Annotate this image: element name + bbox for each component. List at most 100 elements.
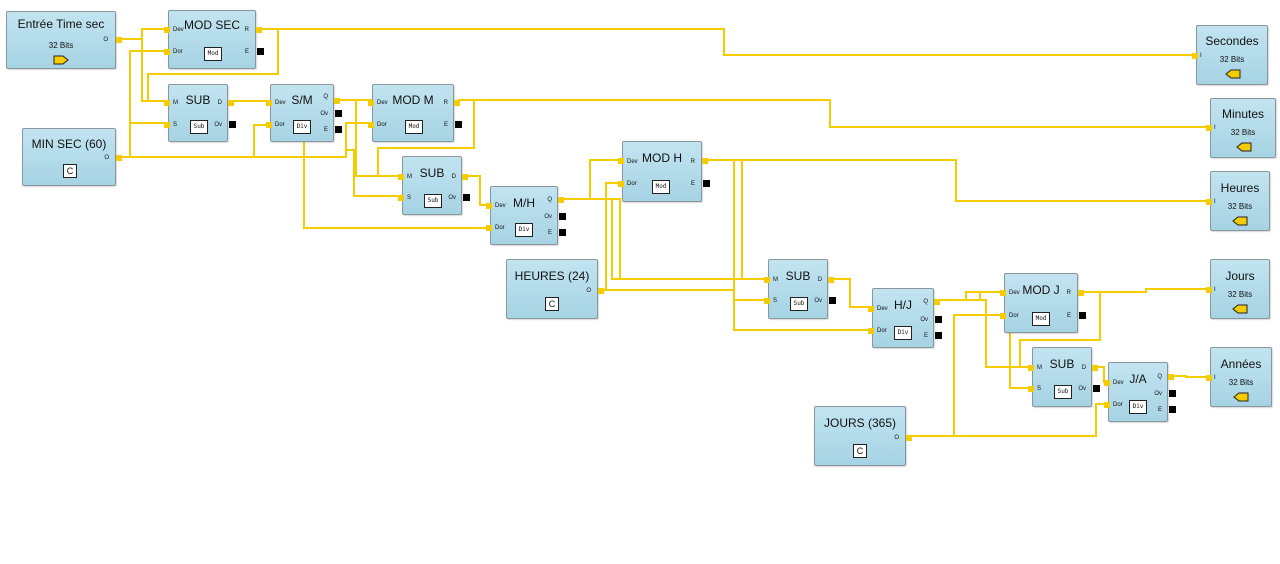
output-pin-e[interactable] xyxy=(1079,312,1086,319)
output-annees[interactable]: Années 32 Bits I xyxy=(1206,347,1272,407)
input-pin-s[interactable] xyxy=(164,122,170,128)
output-pin-e[interactable] xyxy=(455,121,462,128)
block-mod-m[interactable]: MOD M Dev Dor R E Mod xyxy=(368,84,462,142)
input-pin-dev[interactable] xyxy=(486,203,492,209)
input-pin-dor[interactable] xyxy=(618,181,624,187)
output-pin-q[interactable] xyxy=(1168,374,1174,380)
block-s-m[interactable]: S/M Dev Dor Q Ov E Div xyxy=(266,84,342,142)
block-sub-3[interactable]: SUB M S D Ov Sub xyxy=(764,259,836,319)
input-pin-dev[interactable] xyxy=(266,100,272,106)
constant-jours-365[interactable]: JOURS (365) C O xyxy=(814,406,912,466)
block-m-h[interactable]: M/H Dev Dor Q Ov E Div xyxy=(486,186,566,245)
input-pin-s[interactable] xyxy=(764,298,770,304)
input-pin[interactable] xyxy=(1206,375,1212,381)
port-label-s: S xyxy=(773,298,778,304)
input-pin-dor[interactable] xyxy=(1104,402,1110,408)
output-pin-ov[interactable] xyxy=(335,110,342,117)
wire xyxy=(562,198,768,280)
right-arrow-flag-icon xyxy=(53,55,69,65)
output-pin-q[interactable] xyxy=(558,197,564,203)
output-heures[interactable]: Heures 32 Bits I xyxy=(1206,171,1270,231)
output-pin-e[interactable] xyxy=(559,229,566,236)
port-label-o: O xyxy=(103,37,108,43)
block-mod-h[interactable]: MOD H Dev Dor R E Mod xyxy=(618,141,710,202)
input-pin-dev[interactable] xyxy=(164,27,170,33)
block-h-j[interactable]: H/J Dev Dor Q Ov E Div xyxy=(868,288,942,348)
input-pin[interactable] xyxy=(1206,125,1212,131)
output-pin-ov[interactable] xyxy=(463,194,470,201)
output-pin[interactable] xyxy=(116,37,122,43)
input-pin-m[interactable] xyxy=(764,277,770,283)
input-pin-dor[interactable] xyxy=(486,225,492,231)
input-pin-dev[interactable] xyxy=(368,100,374,106)
output-pin-r[interactable] xyxy=(1078,290,1084,296)
output-pin[interactable] xyxy=(116,155,122,161)
block-j-a[interactable]: J/A Dev Dor Q Ov E Div xyxy=(1104,362,1176,422)
output-pin-r[interactable] xyxy=(702,158,708,164)
output-pin-e[interactable] xyxy=(1169,406,1176,413)
wire xyxy=(706,159,872,331)
block-sub-2[interactable]: SUB M S D Ov Sub xyxy=(398,156,470,215)
block-mod-j[interactable]: MOD J Dev Dor R E Mod xyxy=(1000,273,1086,333)
output-minutes[interactable]: Minutes 32 Bits I xyxy=(1206,98,1276,158)
input-pin-dor[interactable] xyxy=(1000,313,1006,319)
output-pin-q[interactable] xyxy=(334,98,340,104)
output-pin-e[interactable] xyxy=(257,48,264,55)
input-pin-s[interactable] xyxy=(398,195,404,201)
input-pin[interactable] xyxy=(1206,199,1212,205)
output-pin-e[interactable] xyxy=(703,180,710,187)
output-pin[interactable] xyxy=(598,288,604,294)
wire xyxy=(734,159,768,280)
input-pin-m[interactable] xyxy=(398,174,404,180)
output-pin-ov[interactable] xyxy=(1169,390,1176,397)
input-pin[interactable] xyxy=(1206,287,1212,293)
input-pin-dor[interactable] xyxy=(868,328,874,334)
input-pin-dev[interactable] xyxy=(868,306,874,312)
output-pin-d[interactable] xyxy=(1092,365,1098,371)
left-arrow-flag-icon xyxy=(1236,142,1252,152)
output-pin-e[interactable] xyxy=(935,332,942,339)
port-label-dor: Dor xyxy=(1113,402,1123,408)
output-pin-e[interactable] xyxy=(335,126,342,133)
input-pin-dev[interactable] xyxy=(618,158,624,164)
input-pin-dor[interactable] xyxy=(368,122,374,128)
input-pin-dor[interactable] xyxy=(164,49,170,55)
output-pin-q[interactable] xyxy=(934,299,940,305)
output-pin-ov[interactable] xyxy=(935,316,942,323)
input-entree-time-sec[interactable]: Entrée Time sec 32 Bits O xyxy=(6,11,122,69)
port-label-ov: Ov xyxy=(214,122,222,128)
output-secondes[interactable]: Secondes 32 Bits I xyxy=(1192,25,1268,85)
block-mod-sec[interactable]: MOD SEC Dev Dor R E Mod xyxy=(164,10,264,69)
output-pin-r[interactable] xyxy=(454,100,460,106)
wire xyxy=(562,159,622,200)
input-pin-dev[interactable] xyxy=(1104,380,1110,386)
port-label-s: S xyxy=(173,122,178,128)
output-pin-ov[interactable] xyxy=(229,121,236,128)
block-sub-1[interactable]: SUB M S D Ov Sub xyxy=(164,84,236,142)
output-pin-d[interactable] xyxy=(462,174,468,180)
block-title: HEURES (24) xyxy=(514,269,590,283)
input-pin-s[interactable] xyxy=(1028,386,1034,392)
input-pin[interactable] xyxy=(1192,53,1198,59)
constant-min-sec-60[interactable]: MIN SEC (60) C O xyxy=(22,128,122,186)
output-pin-d[interactable] xyxy=(828,277,834,283)
output-pin-d[interactable] xyxy=(228,100,234,106)
input-pin-m[interactable] xyxy=(1028,365,1034,371)
output-pin-ov[interactable] xyxy=(559,213,566,220)
output-jours[interactable]: Jours 32 Bits I xyxy=(1206,259,1270,319)
div-function-icon: Div xyxy=(894,326,912,340)
output-pin-ov[interactable] xyxy=(829,297,836,304)
port-label-q: Q xyxy=(323,94,328,100)
sub-function-icon: Sub xyxy=(424,194,442,208)
output-pin[interactable] xyxy=(906,435,912,441)
constant-heures-24[interactable]: HEURES (24) C O xyxy=(506,259,604,319)
input-pin-dev[interactable] xyxy=(1000,290,1006,296)
output-pin-ov[interactable] xyxy=(1093,385,1100,392)
block-bit-width: 32 Bits xyxy=(1228,378,1254,387)
port-label-m: M xyxy=(773,277,778,283)
input-pin-m[interactable] xyxy=(164,100,170,106)
input-pin-dor[interactable] xyxy=(266,122,272,128)
block-sub-4[interactable]: SUB M S D Ov Sub xyxy=(1028,347,1100,407)
output-pin-r[interactable] xyxy=(256,27,262,33)
